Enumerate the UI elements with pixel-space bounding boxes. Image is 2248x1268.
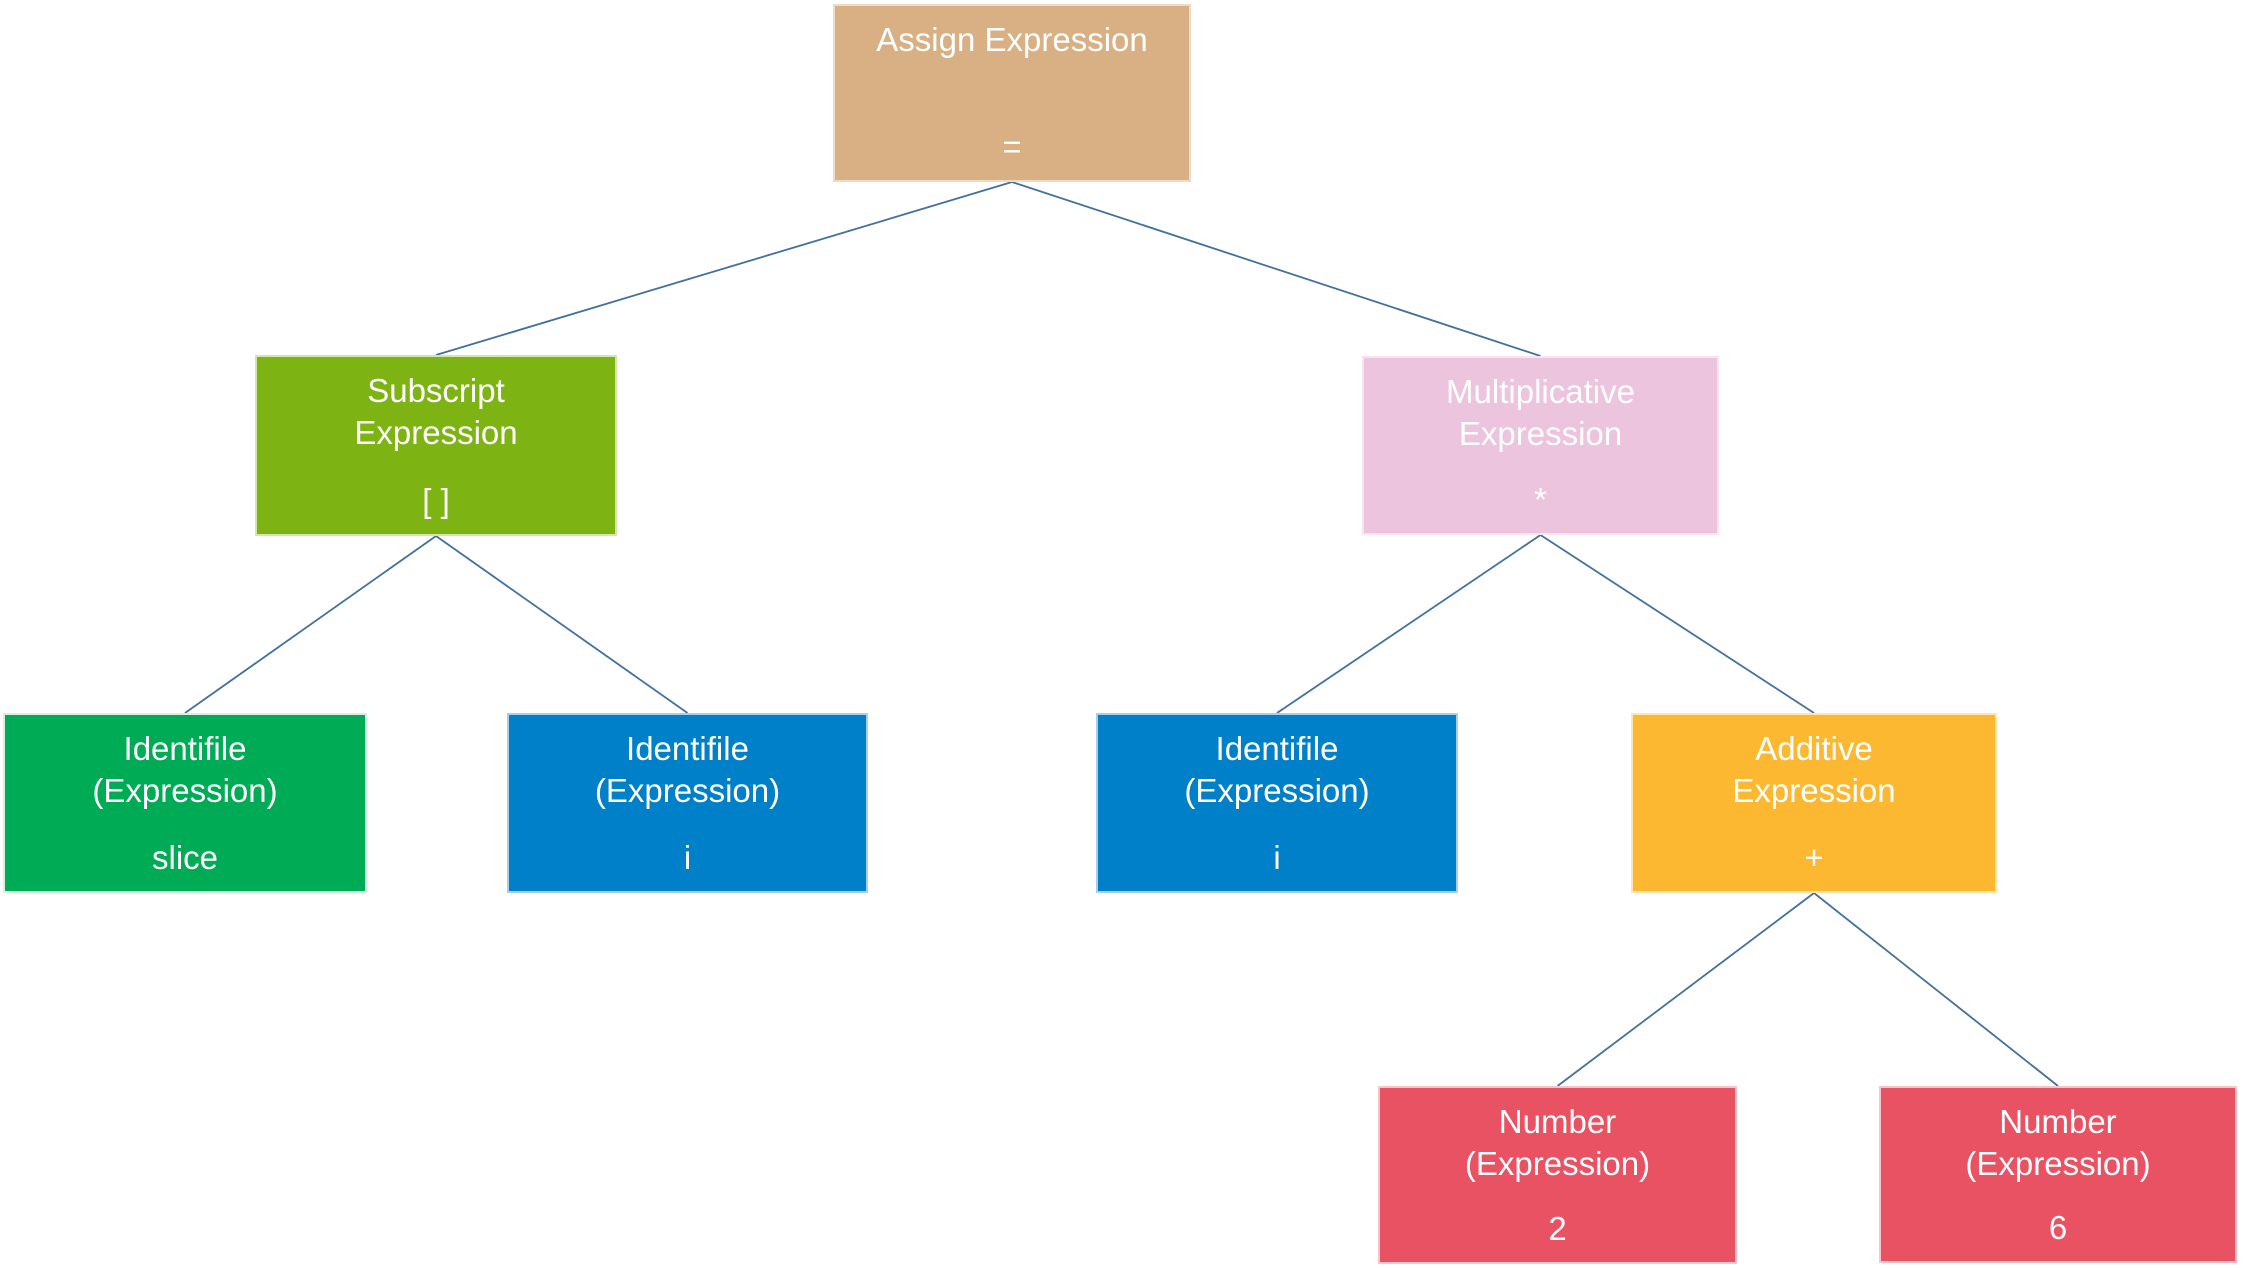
assign-expression-value: =	[1002, 127, 1022, 165]
identifile-i-left-node: Identifile (Expression) i	[507, 713, 868, 893]
subscript-expression-node: Subscript Expression [ ]	[255, 355, 617, 536]
identifile-i-left-value: i	[683, 838, 692, 876]
identifile-slice-node: Identifile (Expression) slice	[3, 713, 367, 893]
identifile-slice-label: Identifile (Expression)	[92, 730, 278, 810]
number-6-label: Number (Expression)	[1965, 1103, 2151, 1183]
number-6-value: 6	[2048, 1208, 2068, 1246]
number-6-node: Number (Expression) 6	[1879, 1086, 2237, 1263]
identifile-i-right-node: Identifile (Expression) i	[1096, 713, 1458, 893]
subscript-expression-label: Subscript Expression	[354, 372, 518, 452]
additive-expression-value: +	[1804, 838, 1824, 876]
number-2-value: 2	[1548, 1209, 1567, 1247]
assign-expression-node: Assign Expression =	[833, 4, 1191, 182]
multiplicative-expression-value: *	[1534, 480, 1547, 518]
additive-expression-node: Additive Expression +	[1631, 713, 1997, 893]
identifile-i-right-value: i	[1273, 838, 1281, 876]
number-2-node: Number (Expression) 2	[1378, 1086, 1737, 1264]
multiplicative-expression-label: Multiplicative Expression	[1446, 373, 1635, 453]
identifile-i-left-label: Identifile (Expression)	[594, 730, 781, 810]
identifile-i-right-label: Identifile (Expression)	[1184, 730, 1370, 810]
subscript-expression-value: [ ]	[422, 481, 450, 519]
assign-expression-label: Assign Expression	[876, 21, 1148, 58]
additive-expression-label: Additive Expression	[1732, 730, 1896, 810]
number-2-label: Number (Expression)	[1464, 1103, 1651, 1183]
multiplicative-expression-node: Multiplicative Expression *	[1362, 356, 1719, 535]
identifile-slice-value: slice	[151, 838, 219, 876]
